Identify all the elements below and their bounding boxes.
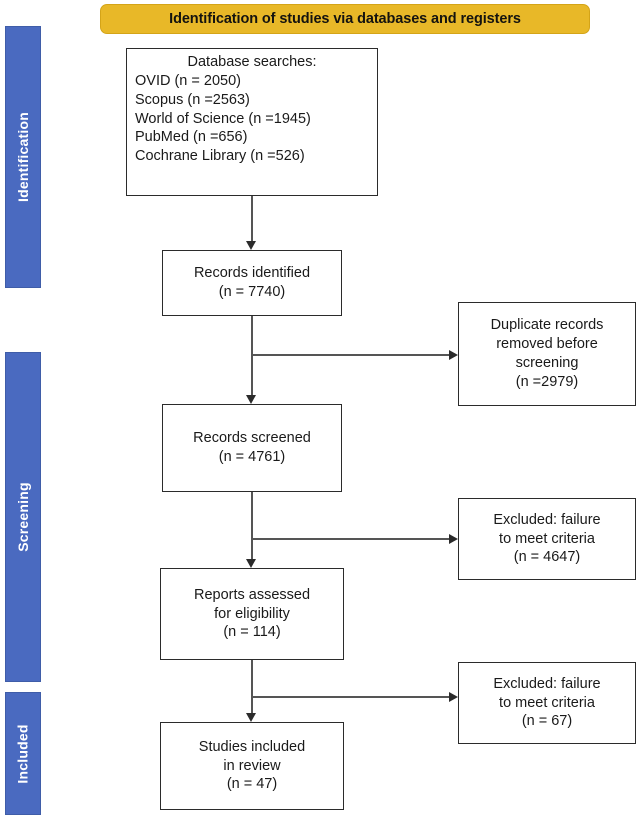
database-source-ovid: OVID (n = 2050) — [135, 72, 241, 89]
database-source-cochrane-library: Cochrane Library (n =526) — [135, 148, 305, 165]
connector-to-duplicates — [251, 354, 451, 356]
reports-assessed-line-1: Reports assessed — [193, 586, 311, 603]
excluded-screening-count: (n = 4647) — [513, 549, 581, 566]
stage-bar-screening: Screening — [5, 352, 41, 682]
excluded-screening-line-2: to meet criteria — [499, 530, 595, 547]
arrow-right-icon-to-excluded-screening — [449, 533, 458, 544]
box-records-screened: Records screened (n = 4761) — [162, 404, 342, 492]
connector-to-excluded-eligibility — [251, 696, 451, 698]
database-source-scopus: Scopus (n =2563) — [135, 91, 250, 108]
box-duplicate-records-removed: Duplicate records removed before screeni… — [458, 302, 636, 406]
connector-to-excluded-screening — [251, 538, 451, 540]
studies-included-line-2: in review — [223, 757, 281, 774]
records-screened-count: (n = 4761) — [218, 449, 286, 465]
excluded-eligibility-line-1: Excluded: failure — [493, 675, 601, 692]
arrow-down-icon-to-assessed — [246, 559, 256, 568]
box-excluded-eligibility: Excluded: failure to meet criteria (n = … — [458, 662, 636, 744]
duplicates-line-3: screening — [515, 355, 579, 371]
box-database-searches: Database searches: OVID (n = 2050) Scopu… — [126, 48, 378, 196]
stage-label-included: Included — [15, 723, 32, 784]
duplicates-line-2: removed before — [496, 336, 598, 353]
connector-database-to-identified — [251, 196, 253, 242]
box-records-identified: Records identified (n = 7740) — [162, 250, 342, 316]
connector-screened-to-assessed — [251, 492, 253, 560]
records-identified-label: Records identified — [193, 265, 311, 282]
box-reports-assessed: Reports assessed for eligibility (n = 11… — [160, 568, 344, 660]
stage-label-screening: Screening — [15, 482, 31, 552]
studies-included-line-1: Studies included — [198, 738, 306, 755]
database-source-world-of-science: World of Science (n =1945) — [135, 110, 311, 127]
excluded-screening-line-1: Excluded: failure — [493, 511, 601, 528]
arrow-right-icon-to-duplicates — [449, 349, 458, 360]
banner-title: Identification of studies via databases … — [169, 11, 521, 27]
database-searches-title: Database searches: — [187, 54, 317, 70]
arrow-down-icon-to-included — [246, 713, 256, 722]
stage-bar-identification: Identification — [5, 26, 41, 288]
records-identified-count: (n = 7740) — [218, 284, 286, 300]
diagram-header-banner: Identification of studies via databases … — [100, 4, 590, 34]
excluded-eligibility-count: (n = 67) — [521, 713, 573, 730]
connector-identified-to-screened — [251, 316, 253, 396]
connector-assessed-to-included — [251, 660, 253, 714]
box-studies-included: Studies included in review (n = 47) — [160, 722, 344, 810]
reports-assessed-count: (n = 114) — [223, 624, 281, 641]
records-screened-label: Records screened — [193, 430, 311, 447]
excluded-eligibility-line-2: to meet criteria — [499, 694, 595, 711]
box-excluded-screening: Excluded: failure to meet criteria (n = … — [458, 498, 636, 580]
stage-bar-included: Included — [5, 692, 41, 815]
duplicates-line-1: Duplicate records — [490, 317, 604, 334]
database-source-pubmed: PubMed (n =656) — [135, 129, 248, 146]
stage-label-identification: Identification — [15, 112, 32, 202]
duplicates-count: (n =2979) — [515, 373, 579, 390]
studies-included-count: (n = 47) — [226, 776, 278, 793]
reports-assessed-line-2: for eligibility — [214, 605, 290, 622]
arrow-down-icon-to-screened — [246, 395, 256, 404]
arrow-right-icon-to-excluded-eligibility — [449, 691, 458, 702]
arrow-down-icon-to-identified — [246, 241, 256, 250]
